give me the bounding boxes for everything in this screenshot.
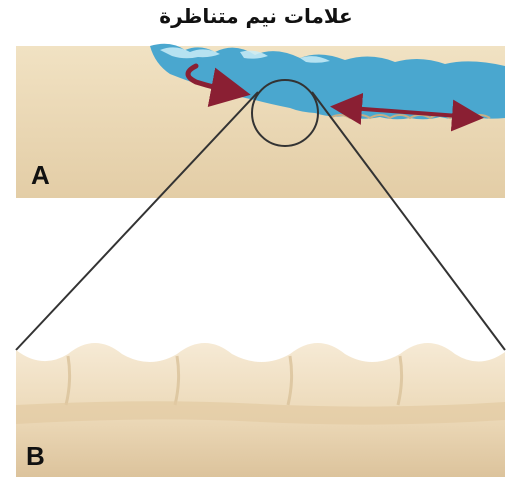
panel-b-scene: [16, 343, 505, 477]
panel-label-b: B: [26, 441, 45, 472]
panel-label-a: A: [31, 160, 50, 191]
panel-a-scene: [16, 44, 505, 198]
